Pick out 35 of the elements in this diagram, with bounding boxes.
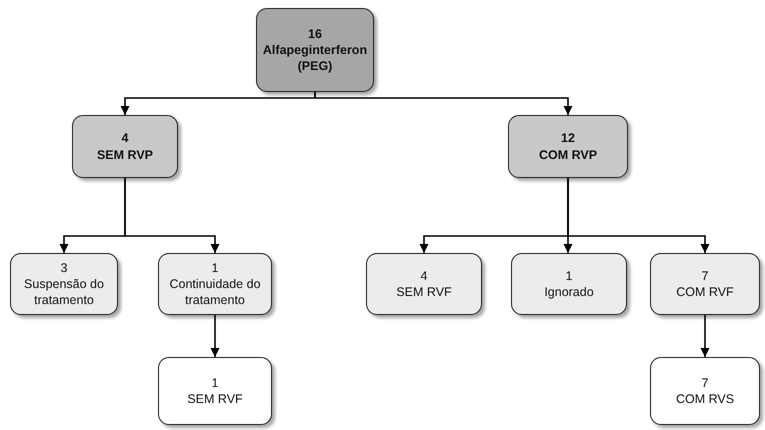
count: 1 xyxy=(566,268,572,284)
box xyxy=(10,253,118,315)
box xyxy=(158,357,272,425)
box xyxy=(72,115,178,178)
box-label: COM RVP xyxy=(538,146,598,163)
box-label: SEM RVP xyxy=(96,146,154,163)
count: 1 xyxy=(212,260,218,276)
box-label: Ignorado xyxy=(544,284,594,300)
box xyxy=(650,357,760,425)
count: 7 xyxy=(702,374,708,391)
box-label: COM RVS xyxy=(676,391,734,408)
box xyxy=(366,253,482,315)
count: 4 xyxy=(122,130,128,146)
count: 1 xyxy=(212,374,218,391)
box-label: SEM RVF xyxy=(187,391,243,408)
count: 12 xyxy=(561,130,575,146)
arrow xyxy=(567,178,710,253)
box-label: Continuidade do tratamento xyxy=(168,276,262,308)
box xyxy=(158,253,272,315)
count: 7 xyxy=(702,268,708,284)
count: 4 xyxy=(420,268,428,284)
box-label: COM RVF xyxy=(676,284,734,300)
arrow xyxy=(210,315,220,357)
box xyxy=(650,253,760,315)
box-label: SEM RVF xyxy=(396,284,452,300)
count: 16 xyxy=(308,26,322,42)
count: 3 xyxy=(60,260,68,276)
box xyxy=(508,115,628,178)
box xyxy=(511,253,627,315)
box-label: Suspensão do tratamento xyxy=(23,276,105,308)
box-label: Alfapeginterferon (PEG) xyxy=(262,42,368,74)
arrow xyxy=(124,178,220,253)
box xyxy=(256,8,374,92)
arrow xyxy=(700,315,710,357)
arrow xyxy=(314,92,572,115)
